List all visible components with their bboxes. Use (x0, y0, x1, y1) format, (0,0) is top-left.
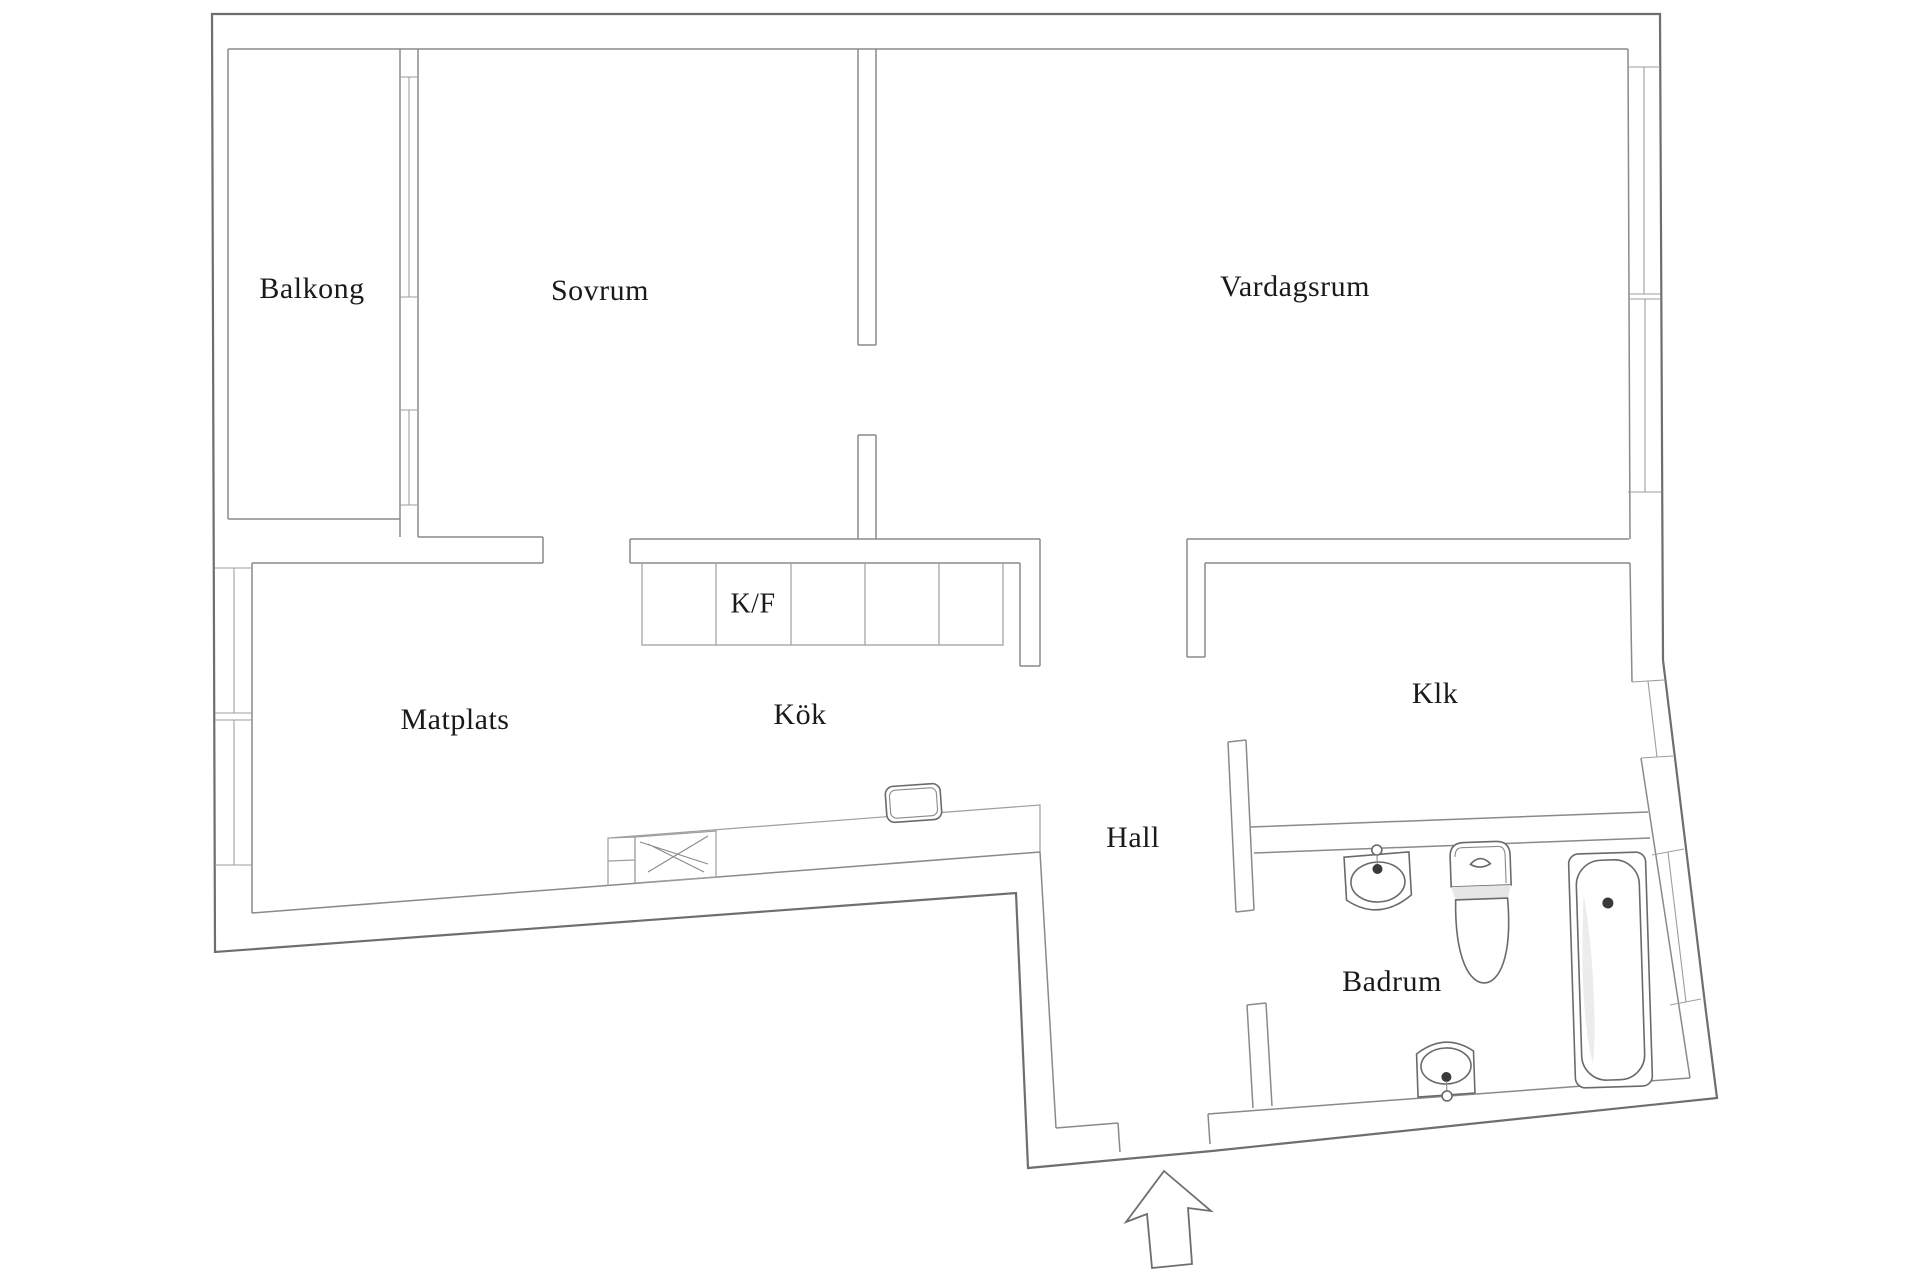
room-label-kok: Kök (773, 698, 826, 731)
kitchen-counter (607, 804, 1041, 886)
room-label-matplats: Matplats (401, 703, 510, 736)
outer-boundary-wall (210, 12, 1719, 1170)
sink-inner (888, 787, 939, 819)
stove-outline (634, 830, 717, 884)
bathtub (1567, 851, 1654, 1089)
toilet (1449, 840, 1512, 984)
toilet-bowl (1454, 897, 1510, 984)
basin-faucet-dot (1372, 864, 1383, 875)
basin-faucet (1371, 844, 1383, 856)
fridge-freezer-cabinets (641, 563, 1004, 646)
stove-zigzag (639, 835, 709, 873)
toilet-lid-bump (1469, 857, 1492, 868)
room-label-vardagsrum: Vardagsrum (1220, 270, 1370, 303)
interior-walls (227, 48, 1691, 1153)
room-label-badrum: Badrum (1342, 965, 1442, 998)
bathtub-shading (1582, 895, 1595, 1064)
room-label-klk: Klk (1412, 677, 1459, 710)
stove (634, 830, 717, 884)
kitchen-sink (884, 782, 943, 824)
room-label-balkong: Balkong (259, 272, 364, 305)
basin2-faucet (1441, 1090, 1453, 1102)
washbasin-lower (1415, 1041, 1476, 1102)
bathtub-drain (1602, 897, 1614, 909)
room-label-kf: K/F (730, 588, 775, 619)
basin2-faucet-dot (1441, 1071, 1452, 1082)
toilet-seat-seam (1451, 884, 1512, 900)
toilet-tank-inner (1454, 845, 1507, 884)
entrance-arrow-icon (1123, 1169, 1214, 1269)
room-label-sovrum: Sovrum (551, 274, 649, 307)
washbasin-upper (1343, 844, 1413, 911)
sink-outer (884, 782, 943, 824)
room-label-hall: Hall (1106, 821, 1160, 854)
window-symbol (215, 66, 1702, 1006)
